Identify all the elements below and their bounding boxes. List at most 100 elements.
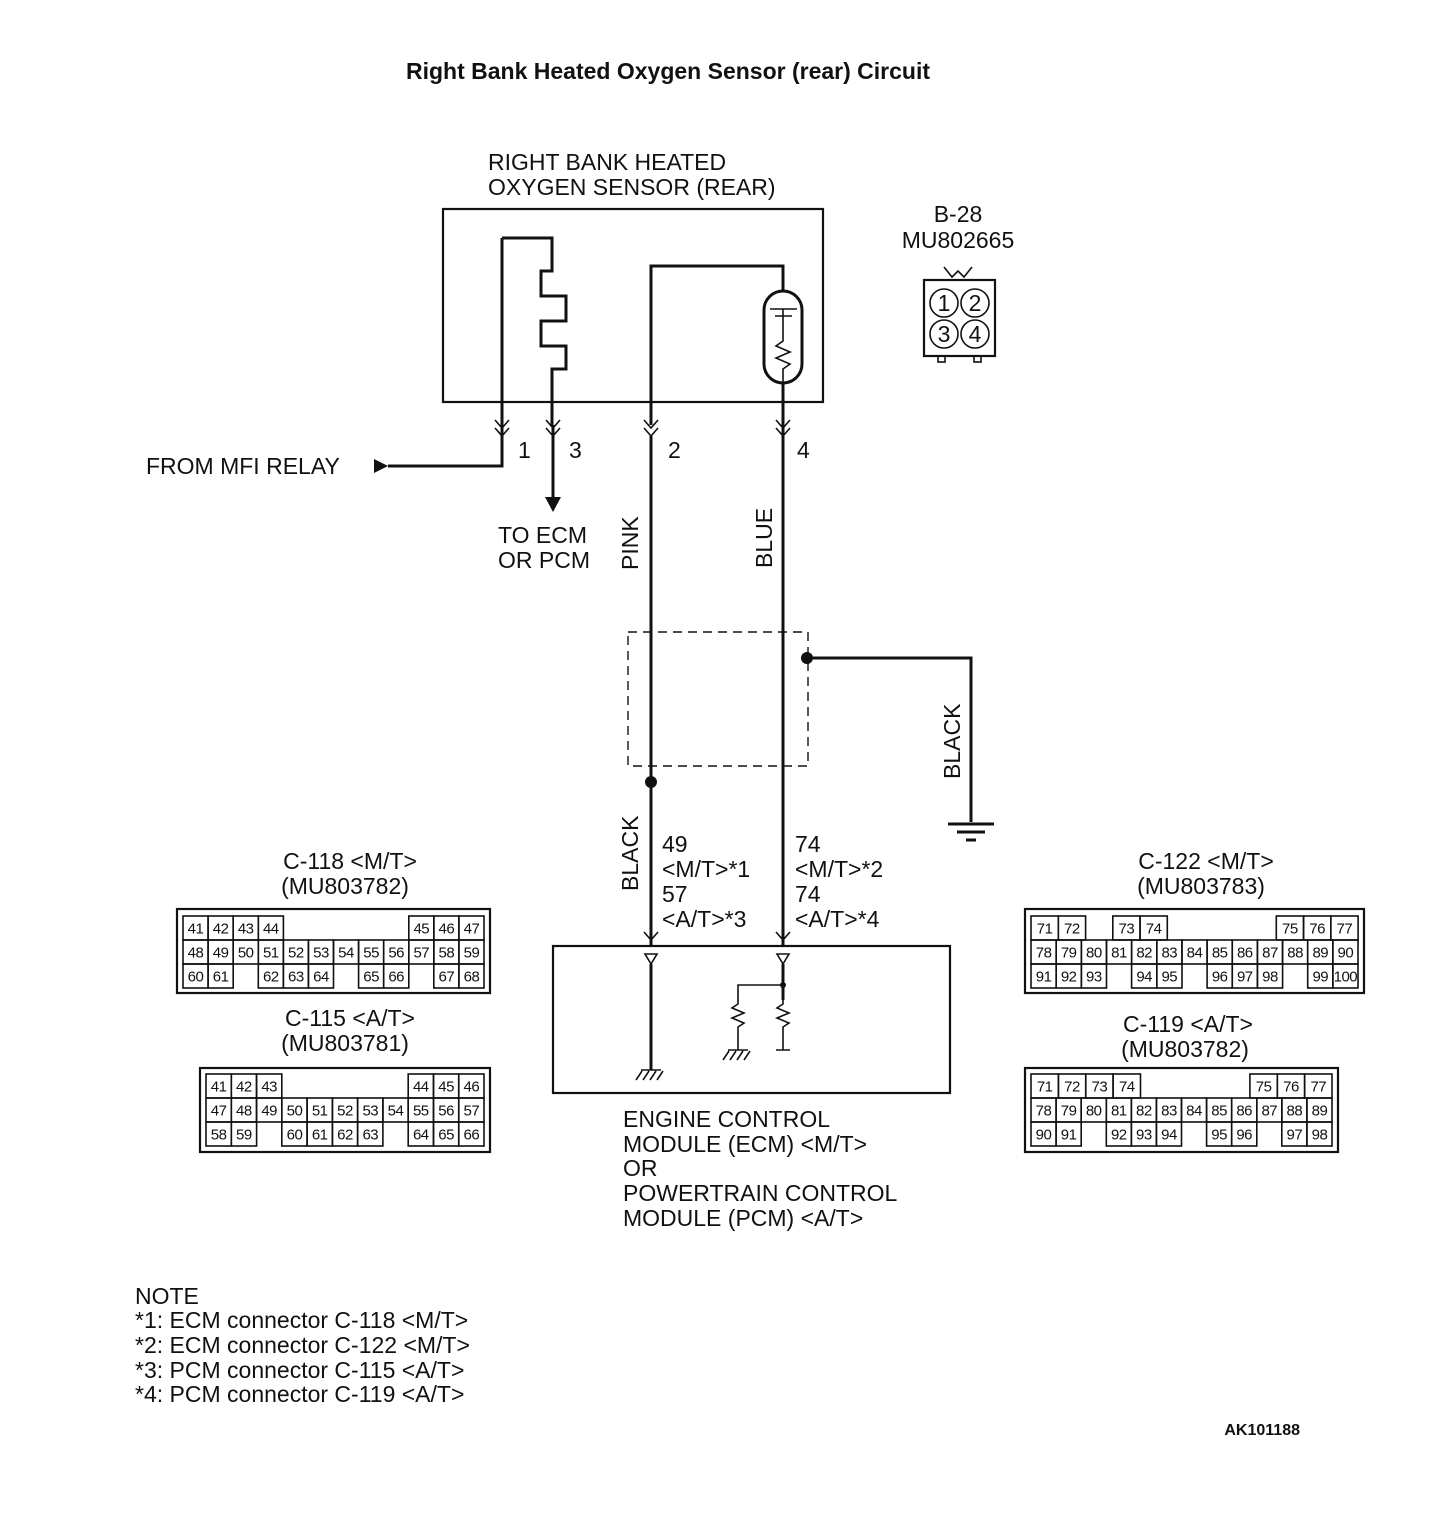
ground-symbol-icon — [948, 822, 994, 842]
c115-pin-label: 57 — [464, 1103, 480, 1120]
c115-pin-label: 58 — [211, 1127, 227, 1144]
c122-pin-label: 83 — [1161, 945, 1177, 962]
c115-pin-label: 60 — [287, 1127, 303, 1144]
c119-pin-label: 76 — [1283, 1079, 1299, 1096]
sensor-pin-1: 1 — [518, 437, 531, 463]
c115-pin-label: 54 — [388, 1103, 404, 1120]
c122-pin-label: 82 — [1136, 945, 1152, 962]
c115-pin-label: 48 — [236, 1103, 252, 1120]
figure-code: AK101188 — [1224, 1422, 1300, 1439]
c118-pin-label: 62 — [263, 969, 279, 986]
c119-pin-label: 94 — [1161, 1127, 1177, 1144]
sensing-element-internal — [770, 308, 797, 383]
b28-pin-3: 3 — [938, 321, 951, 347]
b28-part-number: MU802665 — [902, 227, 1015, 253]
c122-pin-label: 79 — [1061, 945, 1077, 962]
c118-pin-label: 63 — [288, 969, 304, 986]
c118-pin-label: 46 — [439, 921, 455, 938]
c118-pin-label: 44 — [263, 921, 279, 938]
c122-pin-label: 95 — [1161, 969, 1177, 986]
c115-pin-label: 50 — [287, 1103, 303, 1120]
heater-element — [502, 236, 568, 425]
c118-pin-label: 51 — [263, 945, 279, 962]
c115-part-number: (MU803781) — [281, 1030, 409, 1056]
terminal-right-2: <M/T>*2 — [795, 856, 883, 882]
c118-pin-label: 64 — [313, 969, 329, 986]
c115-pin-label: 55 — [413, 1103, 429, 1120]
sensor-signal-loop — [649, 264, 785, 425]
c122-outline — [1023, 907, 1366, 995]
c115-pin-label: 46 — [464, 1079, 480, 1096]
c119-pin-label: 78 — [1036, 1103, 1052, 1120]
c119-pin-label: 90 — [1036, 1127, 1052, 1144]
c119-pin-label: 84 — [1186, 1103, 1202, 1120]
c122-pin-label: 88 — [1287, 945, 1303, 962]
c119-pin-cell — [1306, 1121, 1333, 1147]
c118-pin-label: 61 — [213, 969, 229, 986]
c119-pin-label: 81 — [1111, 1103, 1127, 1120]
terminal-left-4: <A/T>*3 — [662, 906, 746, 932]
c118-pin-label: 59 — [464, 945, 480, 962]
c119-pin-cell — [1155, 1121, 1183, 1147]
c115-pin-cell — [457, 1121, 485, 1147]
c118-outline — [175, 907, 492, 995]
wire-shield-ground — [807, 656, 973, 822]
c122-pin-label: 76 — [1309, 921, 1325, 938]
c118-pin-cell — [207, 963, 235, 989]
c122-pin-label: 90 — [1338, 945, 1354, 962]
c119-pin-cell — [1055, 1121, 1082, 1147]
c122-pin-label: 98 — [1262, 969, 1278, 986]
c119-pin-cell — [1230, 1121, 1258, 1147]
c119-pin-label: 72 — [1064, 1079, 1080, 1096]
c118-pin-label: 49 — [213, 945, 229, 962]
c122-pin-label: 89 — [1312, 945, 1328, 962]
sensor-pin-chevrons — [494, 419, 791, 438]
c122-pin-label: 91 — [1036, 969, 1052, 986]
module-pin-chevrons — [643, 931, 791, 942]
module-box — [551, 944, 952, 1095]
c122-part-number: (MU803783) — [1137, 873, 1265, 899]
c122-pin-label: 97 — [1237, 969, 1253, 986]
c122-pin-label: 84 — [1187, 945, 1203, 962]
c118-pin-cell — [307, 963, 335, 989]
c118-pin-label: 58 — [439, 945, 455, 962]
note-item-1: *1: ECM connector C-118 <M/T> — [135, 1307, 468, 1333]
c115-pin-label: 45 — [438, 1079, 454, 1096]
c122-pin-label: 86 — [1237, 945, 1253, 962]
wire-color-black-shield: BLACK — [939, 703, 965, 779]
c115-name: C-115 <A/T> — [285, 1005, 415, 1031]
c118-pin-label: 53 — [313, 945, 329, 962]
c115-pin-label: 65 — [438, 1127, 454, 1144]
wire-color-pink: PINK — [617, 516, 643, 570]
c122-pin-cell — [1156, 963, 1183, 989]
c118-name: C-118 <M/T> — [283, 848, 417, 874]
module-label-line1: ENGINE CONTROL — [623, 1106, 830, 1132]
c119-pin-label: 98 — [1312, 1127, 1328, 1144]
c115-pin-label: 66 — [464, 1127, 480, 1144]
c122-pin-label: 93 — [1086, 969, 1102, 986]
note-item-2: *2: ECM connector C-122 <M/T> — [135, 1332, 470, 1358]
c115-pin-label: 47 — [211, 1103, 227, 1120]
c122-pin-label: 87 — [1262, 945, 1278, 962]
sensor-pin-3: 3 — [569, 437, 582, 463]
c119-pin-label: 97 — [1287, 1127, 1303, 1144]
c119-pin-label: 88 — [1287, 1103, 1303, 1120]
c122-pin-label: 99 — [1312, 969, 1328, 986]
sensor-label-line2: OXYGEN SENSOR (REAR) — [488, 174, 776, 200]
terminal-left-3: 57 — [662, 881, 688, 907]
c118-part-number: (MU803782) — [281, 873, 409, 899]
c115-pin-label: 43 — [261, 1079, 277, 1096]
b28-pin-2: 2 — [969, 290, 982, 316]
c122-pin-label: 78 — [1036, 945, 1052, 962]
b28-pin-1: 1 — [938, 290, 951, 316]
to-ecm-arrow-icon — [545, 497, 561, 512]
c115-pin-label: 63 — [362, 1127, 378, 1144]
c118-pin-label: 67 — [439, 969, 455, 986]
module-label-line3: OR — [623, 1155, 658, 1181]
c119-pin-label: 74 — [1119, 1079, 1135, 1096]
wire-pin1-mfi — [388, 238, 504, 468]
c118-pin-label: 54 — [338, 945, 354, 962]
c122-pin-label: 75 — [1282, 921, 1298, 938]
